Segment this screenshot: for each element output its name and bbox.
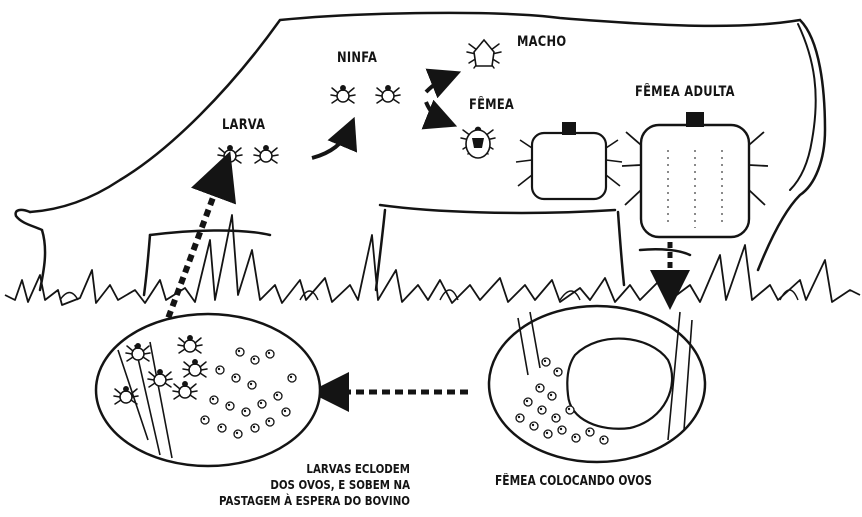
female-tick-icon (460, 126, 496, 159)
cow-belly (148, 203, 692, 257)
grass-detail (59, 289, 799, 301)
larvae-hatching-inset (94, 312, 322, 468)
female-laying-eggs-inset (487, 304, 707, 464)
cow-head (14, 208, 47, 292)
cow-tail (789, 23, 817, 191)
cow-outline (28, 11, 827, 272)
larvas-caption-line: DOS OVOS, E SOBEM NA (270, 477, 410, 492)
femea-adulta-label: FÊMEA ADULTA (635, 84, 735, 100)
arrow-ninfa-to-macho (424, 68, 462, 99)
larvas-caption: LARVAS ECLODEM DOS OVOS, E SOBEM NA PAST… (219, 461, 410, 509)
arrow-climb-to-cow (157, 151, 237, 342)
nymph-tick-icon (375, 85, 401, 104)
nymph-tick-icon (330, 85, 356, 104)
larva-tick-icon (253, 145, 279, 164)
larvas-caption-line: PASTAGEM À ESPERA DO BOVINO (218, 493, 410, 508)
arrow-ninfa-to-femea (421, 99, 458, 130)
ninfa-label: NINFA (337, 50, 378, 66)
macho-label: MACHO (517, 34, 567, 50)
adult-female-icon (621, 112, 769, 239)
larva-tick-icon (217, 145, 243, 164)
femea-ovos-caption: FÊMEA COLOCANDO OVOS (495, 474, 652, 489)
grass (4, 214, 861, 306)
engorged-female-icon (515, 122, 623, 201)
larvas-caption-line: LARVAS ECLODEM (306, 461, 410, 476)
femea-label: FÊMEA (469, 97, 515, 113)
male-tick-icon (466, 38, 502, 69)
arrow-larva-to-ninfa (311, 116, 358, 160)
larva-label: LARVA (222, 117, 266, 133)
